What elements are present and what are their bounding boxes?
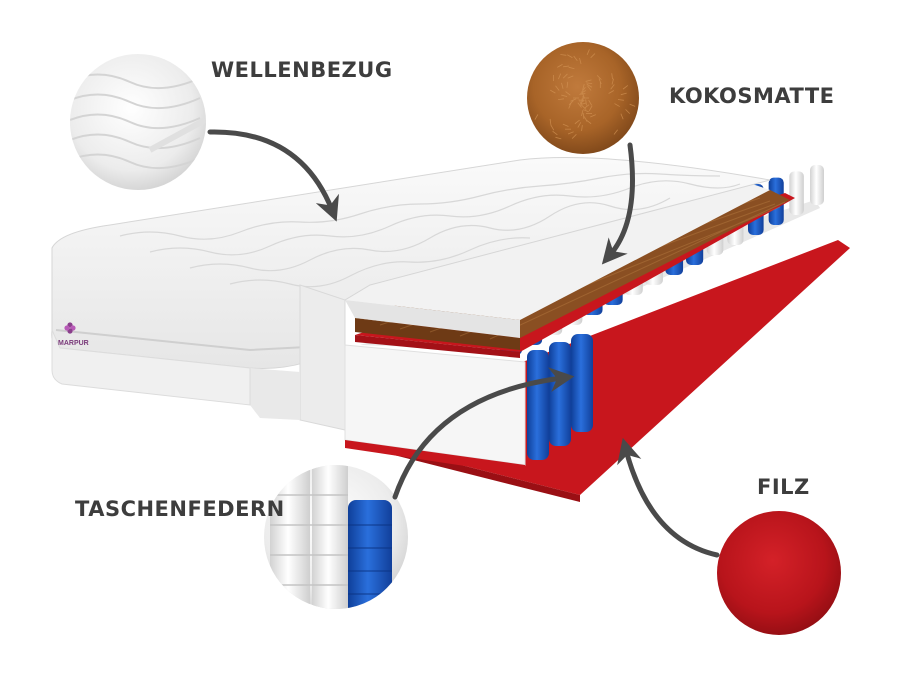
coconut-detail-circle [527,42,639,154]
arrow-taschenfedern [392,367,575,500]
springs-detail-circle [264,465,408,609]
label-wellenbezug: WELLENBEZUG [211,58,393,82]
cover-detail-circle [70,54,206,190]
arrow-kokosmatte [601,142,635,265]
label-taschenfedern: TASCHENFEDERN [75,497,285,521]
felt-detail-circle [717,511,841,635]
arrow-filz [617,437,720,558]
foam-top-layer [345,180,770,320]
label-filz: FILZ [757,475,810,499]
label-kokosmatte: KOKOSMATTE [669,84,835,108]
logo-flower-icon [64,322,76,334]
arrows [207,129,720,558]
arrow-wellenbezug [207,129,339,222]
quilted-waves [119,172,741,288]
brand-name: MARPUR [58,340,89,347]
